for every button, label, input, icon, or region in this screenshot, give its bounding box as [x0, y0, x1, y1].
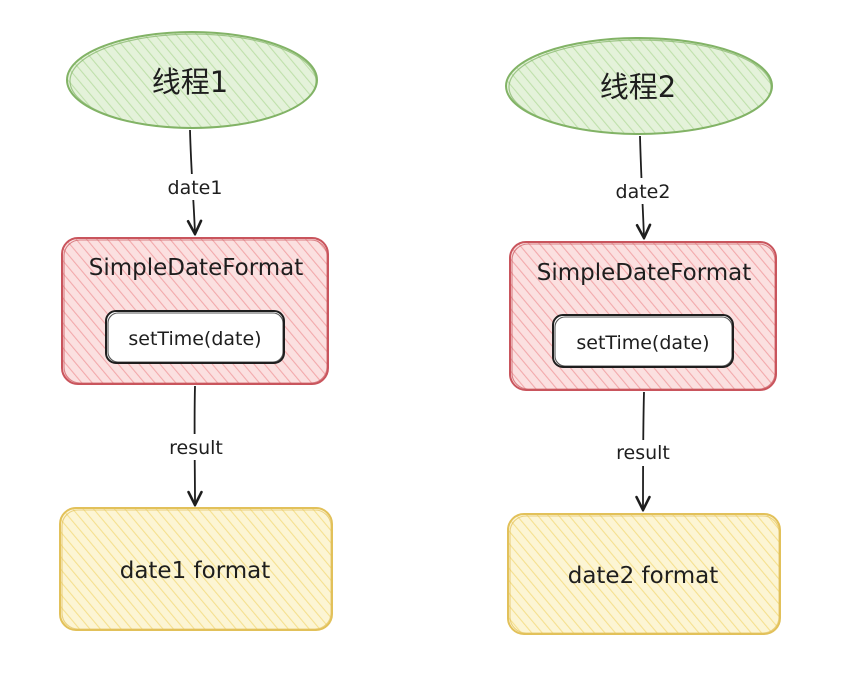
method-node-1[interactable]: setTime(date): [105, 310, 285, 364]
formatter-node-1[interactable]: SimpleDateFormat setTime(date): [61, 237, 329, 385]
thread-node-1[interactable]: 线程1: [66, 31, 318, 129]
input-edge-label: date2: [616, 181, 671, 203]
input-edge-label: date1: [168, 177, 223, 199]
column-thread-1: 线程1 date1 SimpleDateFormat setTime(date): [59, 31, 333, 631]
output-label: date2 format: [568, 563, 719, 589]
output-edge-label: result: [616, 442, 670, 464]
edge-thread-to-formatter-1: date1: [160, 129, 230, 234]
thread-label: 线程2: [600, 70, 676, 104]
output-edge-label: result: [169, 437, 223, 459]
output-label: date1 format: [120, 558, 271, 584]
method-node-2[interactable]: setTime(date): [552, 314, 734, 368]
formatter-label: SimpleDateFormat: [537, 260, 752, 286]
output-node-1[interactable]: date1 format: [59, 507, 333, 631]
method-label: setTime(date): [128, 328, 261, 350]
edge-formatter-to-output-2: result: [605, 391, 681, 510]
thread-node-2[interactable]: 线程2: [505, 37, 773, 135]
thread-label: 线程1: [152, 65, 228, 99]
edge-thread-to-formatter-2: date2: [607, 135, 679, 238]
formatter-node-2[interactable]: SimpleDateFormat setTime(date): [509, 241, 777, 391]
edge-formatter-to-output-1: result: [158, 385, 234, 505]
method-label: setTime(date): [576, 332, 709, 354]
output-node-2[interactable]: date2 format: [507, 513, 781, 635]
column-thread-2: 线程2 date2 SimpleDateFormat setTime(date): [505, 37, 781, 635]
formatter-label: SimpleDateFormat: [89, 255, 304, 281]
